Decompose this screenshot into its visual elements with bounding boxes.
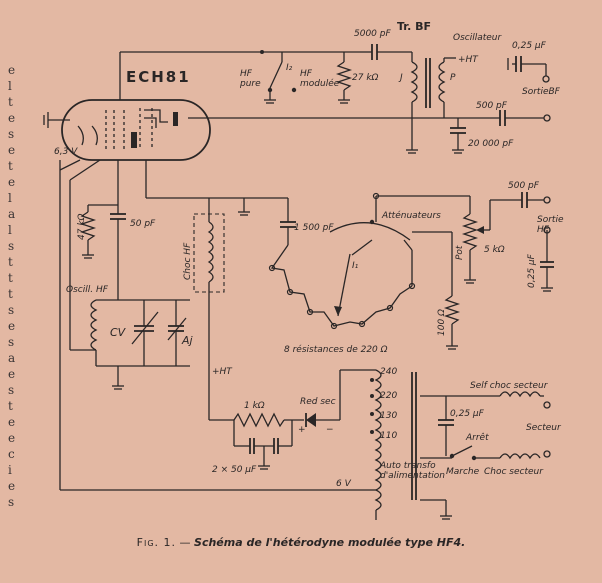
margin-letter: e — [8, 63, 15, 77]
margin-letter: s — [8, 239, 14, 253]
margin-letter: e — [8, 415, 15, 429]
c025-right-label: 0,25 µF — [527, 253, 537, 288]
c20000-label: 20 000 pF — [468, 139, 514, 149]
arret-label: Arrêt — [465, 432, 489, 443]
sortie-bf-label: SortieBF — [522, 87, 561, 97]
margin-letter: e — [8, 479, 15, 493]
secteur-label: Secteur — [526, 423, 562, 433]
left-wiring — [59, 159, 370, 491]
c1500-label: 1 500 pF — [294, 223, 334, 233]
pot-val-label: 5 kΩ — [484, 245, 505, 255]
margin-letter: t — [8, 255, 13, 269]
i2-label: I₂ — [286, 63, 293, 73]
margin-letter: a — [8, 207, 15, 221]
r47k-label: 47 kΩ — [77, 213, 87, 240]
margin-letter: s — [8, 383, 14, 397]
c500-right-label: 500 pF — [508, 181, 540, 191]
tube-ech81 — [43, 99, 211, 161]
choc-secteur-label: Choc secteur — [484, 467, 544, 477]
j-label: J — [398, 73, 403, 83]
tube-label: ECH81 — [126, 68, 191, 86]
aj-label: Aj — [181, 334, 194, 347]
r100-label: 100 Ω — [437, 309, 447, 336]
caption-fig: Fig. 1. — [136, 536, 177, 549]
margin-letter: t — [8, 159, 13, 173]
i1-label: I₁ — [352, 261, 359, 271]
tap-110: 110 — [380, 431, 397, 441]
margin-letter: e — [8, 143, 15, 157]
top-wiring — [119, 44, 551, 154]
resistances-label: 8 résistances de 220 Ω — [284, 344, 388, 355]
margin-letter: s — [8, 495, 14, 509]
caption-dash: — — [176, 536, 195, 549]
pot-label: Pot — [455, 245, 465, 260]
margin-letter: l — [8, 191, 12, 205]
power-supply — [233, 369, 551, 520]
margin-letter: s — [8, 127, 14, 141]
margin-letter: s — [8, 335, 14, 349]
c2x50-label: 2 × 50 µF — [212, 465, 257, 475]
ht-mid-label: +HT — [212, 367, 233, 377]
c025-bottom-label: 0,25 µF — [450, 409, 485, 419]
v6-label: 6 V — [336, 479, 352, 489]
margin-letter: l — [8, 223, 12, 237]
margin-letter: e — [8, 111, 15, 125]
r27k-label: 27 kΩ — [352, 73, 379, 83]
c025-top-label: 0,25 µF — [512, 41, 547, 51]
c50-label: 50 pF — [130, 219, 156, 229]
diode-plus: + — [298, 425, 306, 435]
choc-hf-label: Choc HF — [183, 242, 193, 280]
red-sec-label: Red sec — [300, 397, 336, 407]
margin-letter: l — [8, 79, 12, 93]
margin-letter: s — [8, 303, 14, 317]
c5000-label: 5000 pF — [354, 29, 391, 39]
margin-letter: t — [8, 399, 13, 413]
margin-letter: t — [8, 271, 13, 285]
margin-letter: c — [8, 447, 15, 461]
tr-bf-label: Tr. BF — [397, 20, 431, 33]
ht-top-label: +HT — [458, 55, 479, 65]
margin-letter: t — [8, 95, 13, 109]
attenuateurs-label: Atténuateurs — [381, 210, 441, 221]
margin-letter: e — [8, 367, 15, 381]
r1k-label: 1 kΩ — [244, 401, 265, 411]
attenuator-section — [145, 160, 554, 421]
margin-letter: t — [8, 287, 13, 301]
figure-caption: Fig. 1. — Schéma de l'hétérodyne modulée… — [0, 536, 602, 549]
c500-mid-label: 500 pF — [476, 101, 508, 111]
self-choc-label: Self choc secteur — [470, 381, 549, 391]
oscill-hf-label: Oscill. HF — [66, 285, 109, 295]
v63-label: 6,3 V — [54, 147, 78, 157]
cv-label: CV — [110, 326, 127, 339]
tap-240: 240 — [380, 367, 397, 377]
diode-minus: − — [326, 425, 334, 435]
caption-title: Schéma de l'hétérodyne modulée type HF4. — [194, 536, 466, 549]
margin-letter: i — [8, 463, 12, 477]
margin-letter: a — [8, 351, 15, 365]
marche-label: Marche — [446, 467, 480, 477]
tap-130: 130 — [380, 411, 397, 421]
oscillateur-label: Oscillateur — [453, 33, 503, 43]
margin-letter: e — [8, 431, 15, 445]
margin-letter: e — [8, 175, 15, 189]
labels: Tr. BF 5000 pF Oscillateur +HT 0,25 µF S… — [54, 20, 564, 489]
tap-220: 220 — [380, 391, 397, 401]
margin-letter: e — [8, 319, 15, 333]
p-label: P — [450, 73, 456, 83]
